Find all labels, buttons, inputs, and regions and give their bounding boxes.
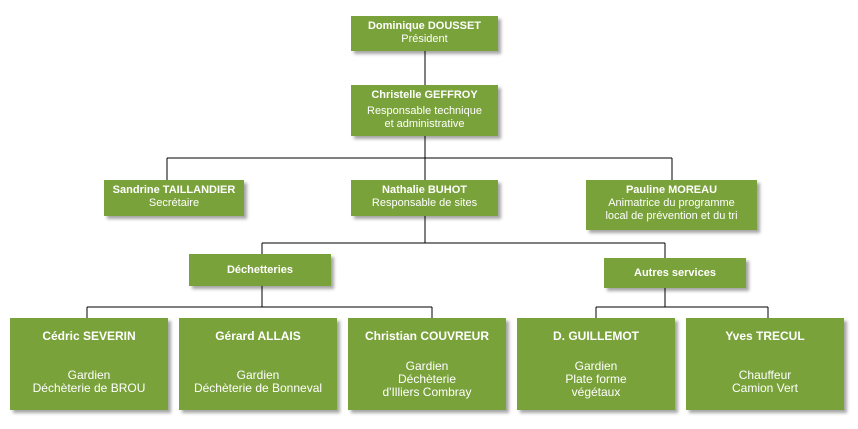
group-autres-services: Autres services bbox=[604, 258, 746, 288]
org-node-secretary: Sandrine TAILLANDIER Secrétaire bbox=[104, 180, 244, 216]
org-node-staff-allais: Gérard ALLAIS Gardien Déchèterie de Bonn… bbox=[179, 318, 337, 410]
node-name: Cédric SEVERIN bbox=[42, 329, 136, 343]
node-name: Christelle GEFFROY bbox=[371, 89, 478, 101]
node-name: Gérard ALLAIS bbox=[215, 329, 301, 343]
org-node-staff-trecul: Yves TRECUL Chauffeur Camion Vert bbox=[686, 318, 844, 410]
node-role: local de prévention et du tri bbox=[605, 210, 738, 222]
node-role: Déchèterie de Bonneval bbox=[193, 381, 323, 395]
group-decheteries: Déchetteries bbox=[189, 254, 331, 286]
node-role: végétaux bbox=[571, 385, 621, 399]
org-node-staff-couvreur: Christian COUVREUR Gardien Déchèterie d'… bbox=[348, 318, 506, 410]
node-role: Gardien bbox=[405, 359, 449, 373]
org-node-manager: Christelle GEFFROY Responsable technique… bbox=[351, 85, 498, 136]
node-role: Gardien bbox=[67, 368, 111, 382]
node-role: d'Illiers Combray bbox=[382, 385, 472, 399]
node-role: Camion Vert bbox=[731, 381, 799, 395]
group-label: Déchetteries bbox=[226, 263, 294, 276]
node-role: et administrative bbox=[384, 118, 465, 130]
node-role: Animatrice du programme bbox=[608, 197, 735, 209]
node-role: Déchèterie de BROU bbox=[32, 381, 146, 395]
node-role: Responsable technique bbox=[367, 105, 482, 117]
node-role: Responsable de sites bbox=[371, 197, 478, 209]
node-name: Yves TRECUL bbox=[725, 329, 805, 343]
node-role: Secrétaire bbox=[148, 197, 200, 209]
node-name: Christian COUVREUR bbox=[364, 329, 489, 343]
org-node-president: Dominique DOUSSET Président bbox=[351, 16, 498, 51]
org-node-site-manager: Nathalie BUHOT Responsable de sites bbox=[351, 180, 498, 216]
group-label: Autres services bbox=[634, 266, 716, 279]
node-name: Nathalie BUHOT bbox=[382, 184, 467, 196]
node-name: D. GUILLEMOT bbox=[553, 329, 639, 343]
node-role: Chauffeur bbox=[738, 368, 792, 382]
node-role: Gardien bbox=[236, 368, 280, 382]
org-node-staff-guillemot: D. GUILLEMOT Gardien Plate forme végétau… bbox=[517, 318, 675, 410]
node-role: Déchèterie bbox=[397, 372, 457, 386]
node-role: Gardien bbox=[574, 359, 618, 373]
node-name: Pauline MOREAU bbox=[625, 184, 718, 196]
org-node-prevention: Pauline MOREAU Animatrice du programme l… bbox=[586, 180, 757, 230]
org-node-staff-severin: Cédric SEVERIN Gardien Déchèterie de BRO… bbox=[10, 318, 168, 410]
node-role: Président bbox=[401, 33, 448, 45]
node-role: Plate forme bbox=[565, 372, 627, 386]
node-name: Sandrine TAILLANDIER bbox=[112, 184, 236, 196]
node-name: Dominique DOUSSET bbox=[367, 20, 482, 32]
